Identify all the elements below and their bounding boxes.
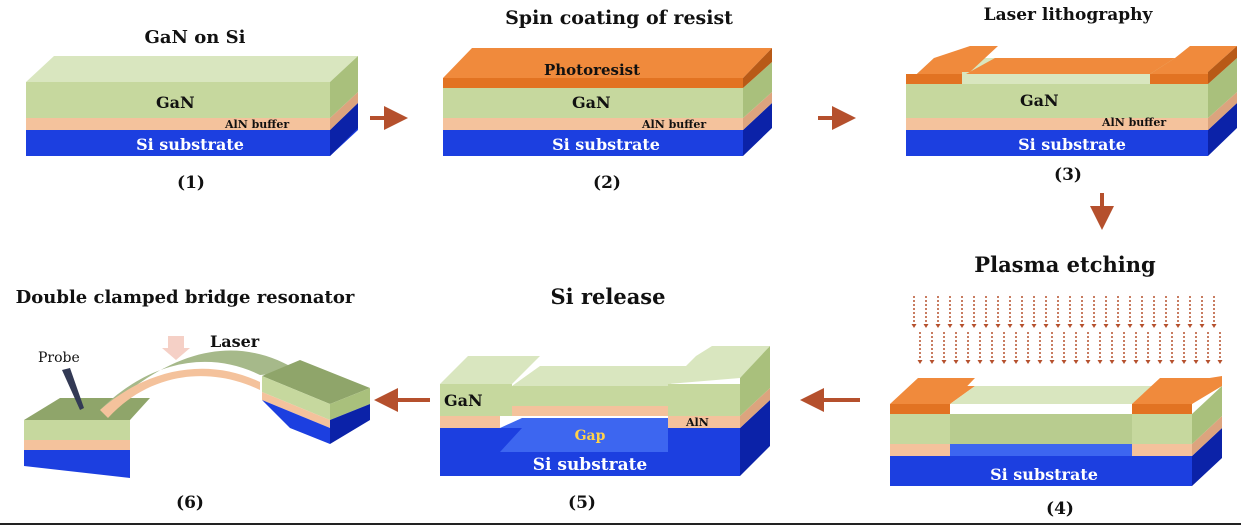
plasma-arrow-head xyxy=(1031,324,1037,328)
plasma-arrows-icon xyxy=(911,296,1223,364)
step-1-buffer-label: AlN buffer xyxy=(224,118,289,131)
step-4-number: (4) xyxy=(1046,499,1074,519)
plasma-arrow-head xyxy=(1127,324,1133,328)
step-2-gan-label: GaN xyxy=(572,93,611,112)
plasma-arrow-head xyxy=(995,324,1001,328)
plasma-arrow-head xyxy=(1073,360,1079,364)
plasma-arrow-head xyxy=(1175,324,1181,328)
step-3-title: Laser lithography xyxy=(984,5,1154,25)
step-2-resist-label: Photoresist xyxy=(544,61,640,79)
step-2: Spin coating of resist Photoresist GaN A… xyxy=(443,7,772,193)
plasma-arrow-head xyxy=(959,324,965,328)
plasma-arrow-head xyxy=(1193,360,1199,364)
plasma-arrow-head xyxy=(1199,324,1205,328)
step-4-substrate-label: Si substrate xyxy=(990,465,1098,484)
plasma-arrow-head xyxy=(1055,324,1061,328)
plasma-arrow-head xyxy=(1091,324,1097,328)
probe-icon xyxy=(62,368,84,410)
step-3-substrate-label: Si substrate xyxy=(1018,135,1126,154)
plasma-arrow-head xyxy=(1097,360,1103,364)
step-2-number: (2) xyxy=(593,173,621,193)
plasma-arrow-head xyxy=(1145,360,1151,364)
plasma-arrow-head xyxy=(1181,360,1187,364)
plasma-arrow-head xyxy=(1169,360,1175,364)
step-3-buffer-label: AlN buffer xyxy=(1101,116,1166,129)
plasma-arrow-head xyxy=(1139,324,1145,328)
step-2-title: Spin coating of resist xyxy=(505,7,733,29)
step-6-laser-label: Laser xyxy=(210,332,260,351)
step-1-title: GaN on Si xyxy=(145,27,246,48)
plasma-arrow-head xyxy=(1109,360,1115,364)
plasma-arrow-head xyxy=(1013,360,1019,364)
plasma-arrow-head xyxy=(953,360,959,364)
plasma-arrow-head xyxy=(1211,324,1217,328)
plasma-arrow-head xyxy=(989,360,995,364)
plasma-arrow-head xyxy=(1067,324,1073,328)
plasma-arrow-head xyxy=(1163,324,1169,328)
plasma-arrow-head xyxy=(911,324,917,328)
plasma-arrow-head xyxy=(1103,324,1109,328)
plasma-arrow-head xyxy=(917,360,923,364)
step-5-number: (5) xyxy=(568,493,596,513)
plasma-arrow-head xyxy=(1205,360,1211,364)
step-1-substrate-label: Si substrate xyxy=(136,135,244,154)
plasma-arrow-head xyxy=(1043,324,1049,328)
plasma-arrow-head xyxy=(1133,360,1139,364)
step-2-substrate-label: Si substrate xyxy=(552,135,660,154)
step-3-gan-label: GaN xyxy=(1020,91,1059,110)
plasma-arrow-head xyxy=(1049,360,1055,364)
plasma-arrow-head xyxy=(1001,360,1007,364)
plasma-arrow-head xyxy=(1037,360,1043,364)
step-5: Si release GaN AlN Gap Si substrate (5) xyxy=(440,284,770,513)
step-1-gan-label: GaN xyxy=(156,93,195,112)
plasma-arrow-head xyxy=(1007,324,1013,328)
step-2-buffer-label: AlN buffer xyxy=(641,118,706,131)
plasma-arrow-head xyxy=(983,324,989,328)
plasma-arrow-head xyxy=(1085,360,1091,364)
step-5-buffer-label: AlN xyxy=(685,416,709,429)
step-6-number: (6) xyxy=(176,493,204,513)
plasma-arrow-head xyxy=(941,360,947,364)
plasma-arrow-head xyxy=(971,324,977,328)
plasma-arrow-head xyxy=(1157,360,1163,364)
plasma-arrow-head xyxy=(929,360,935,364)
step-1-number: (1) xyxy=(177,173,205,193)
plasma-arrow-head xyxy=(1025,360,1031,364)
plasma-arrow-head xyxy=(1217,360,1223,364)
step-1: GaN on Si GaN AlN buffer Si substrate (1… xyxy=(26,27,358,193)
plasma-arrow-head xyxy=(977,360,983,364)
step-6-title: Double clamped bridge resonator xyxy=(16,287,355,308)
plasma-arrow-head xyxy=(935,324,941,328)
plasma-arrow-head xyxy=(1151,324,1157,328)
plasma-arrow-head xyxy=(1061,360,1067,364)
plasma-arrow-head xyxy=(1187,324,1193,328)
step-5-gap-label: Gap xyxy=(575,428,606,444)
plasma-arrow-head xyxy=(1121,360,1127,364)
step-5-substrate-label: Si substrate xyxy=(533,455,648,475)
step-6-probe-label: Probe xyxy=(38,350,80,366)
step-3-number: (3) xyxy=(1054,165,1082,185)
step-5-title: Si release xyxy=(550,284,665,309)
step-5-gan-label: GaN xyxy=(444,391,483,410)
plasma-arrow-head xyxy=(923,324,929,328)
plasma-arrow-head xyxy=(1079,324,1085,328)
step-3: Laser lithography GaN AlN buffer Si subs… xyxy=(906,5,1237,185)
plasma-arrow-head xyxy=(1115,324,1121,328)
step-4-title: Plasma etching xyxy=(974,252,1156,277)
step-6: Double clamped bridge resonator Probe La… xyxy=(16,287,370,513)
laser-arrow-icon xyxy=(162,336,190,360)
step-4: Plasma etching Si substrate (4) xyxy=(890,252,1223,519)
plasma-arrow-head xyxy=(947,324,953,328)
plasma-arrow-head xyxy=(1019,324,1025,328)
plasma-arrow-head xyxy=(965,360,971,364)
